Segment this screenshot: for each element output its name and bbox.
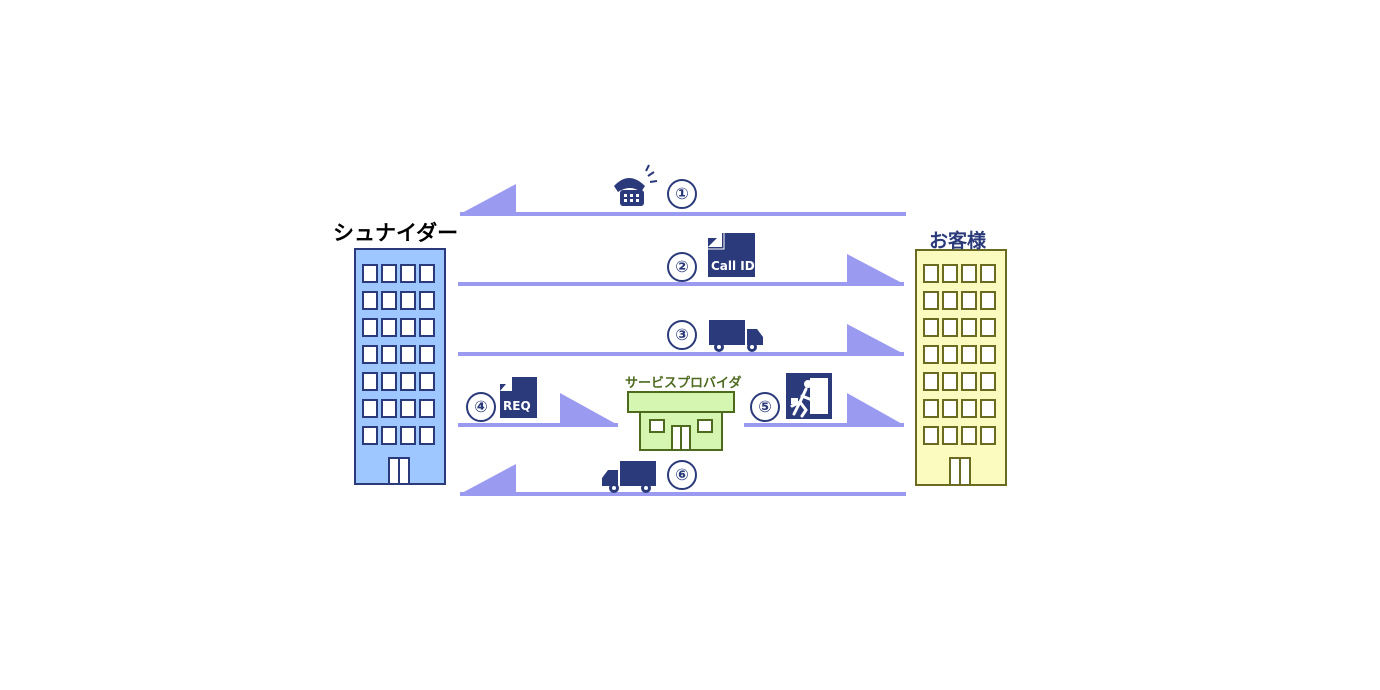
arrow-step-3	[458, 324, 904, 356]
step-1-number: ①	[667, 179, 697, 209]
step-6-number: ⑥	[667, 460, 697, 490]
building-window	[419, 318, 435, 337]
right-building	[915, 249, 1007, 486]
building-window	[980, 291, 996, 310]
building-window	[362, 291, 378, 310]
step-4-number: ④	[466, 392, 496, 422]
right-party-label: お客様	[929, 230, 987, 252]
building-window	[942, 318, 958, 337]
building-window	[923, 264, 939, 283]
building-window	[419, 426, 435, 445]
building-window	[400, 372, 416, 391]
building-window	[419, 345, 435, 364]
building-window	[942, 399, 958, 418]
building-window	[381, 318, 397, 337]
left-party-label: シュナイダー	[333, 221, 459, 245]
building-window	[961, 372, 977, 391]
step-5-number: ⑤	[750, 392, 780, 422]
building-window	[362, 372, 378, 391]
building-window	[400, 426, 416, 445]
provider-building	[627, 391, 735, 451]
building-window	[961, 345, 977, 364]
building-window	[362, 345, 378, 364]
building-window	[980, 264, 996, 283]
arrow-step-5	[744, 393, 904, 427]
building-window	[961, 291, 977, 310]
building-window	[400, 264, 416, 283]
building-window	[980, 399, 996, 418]
arrow-step-1	[460, 184, 906, 216]
call-id-label: Call ID	[711, 259, 755, 273]
building-window	[961, 318, 977, 337]
building-window	[980, 345, 996, 364]
building-window	[980, 372, 996, 391]
truck-icon	[709, 320, 763, 352]
building-window	[381, 399, 397, 418]
building-window	[381, 264, 397, 283]
running-technician-icon	[786, 373, 832, 419]
building-window	[400, 318, 416, 337]
building-window	[419, 372, 435, 391]
building-window	[923, 372, 939, 391]
building-window	[942, 291, 958, 310]
building-window	[419, 291, 435, 310]
building-window	[381, 345, 397, 364]
building-window	[942, 345, 958, 364]
step-2-number: ②	[667, 252, 697, 282]
building-window	[942, 426, 958, 445]
building-window	[362, 264, 378, 283]
building-window	[381, 291, 397, 310]
building-window	[980, 318, 996, 337]
building-window	[942, 264, 958, 283]
building-window	[923, 426, 939, 445]
telephone-icon	[614, 164, 658, 206]
building-window	[923, 291, 939, 310]
req-label: REQ	[503, 399, 531, 413]
building-window	[980, 426, 996, 445]
call-id-document-icon	[708, 233, 755, 277]
building-window	[923, 345, 939, 364]
building-window	[923, 399, 939, 418]
building-window	[961, 426, 977, 445]
step-3-number: ③	[667, 320, 697, 350]
return-truck-icon	[602, 461, 656, 493]
provider-label: サービスプロバイダ	[625, 376, 742, 391]
building-window	[362, 426, 378, 445]
building-window	[961, 264, 977, 283]
building-window	[381, 426, 397, 445]
building-window	[961, 399, 977, 418]
building-window	[400, 345, 416, 364]
left-building	[354, 248, 446, 485]
building-window	[400, 399, 416, 418]
building-window	[419, 264, 435, 283]
building-window	[362, 318, 378, 337]
arrow-step-4	[458, 393, 618, 427]
req-document-icon	[500, 377, 537, 418]
building-window	[419, 399, 435, 418]
building-window	[400, 291, 416, 310]
building-window	[381, 372, 397, 391]
building-window	[942, 372, 958, 391]
building-window	[923, 318, 939, 337]
arrow-step-2	[458, 254, 904, 286]
arrow-step-6	[460, 464, 906, 496]
building-window	[362, 399, 378, 418]
